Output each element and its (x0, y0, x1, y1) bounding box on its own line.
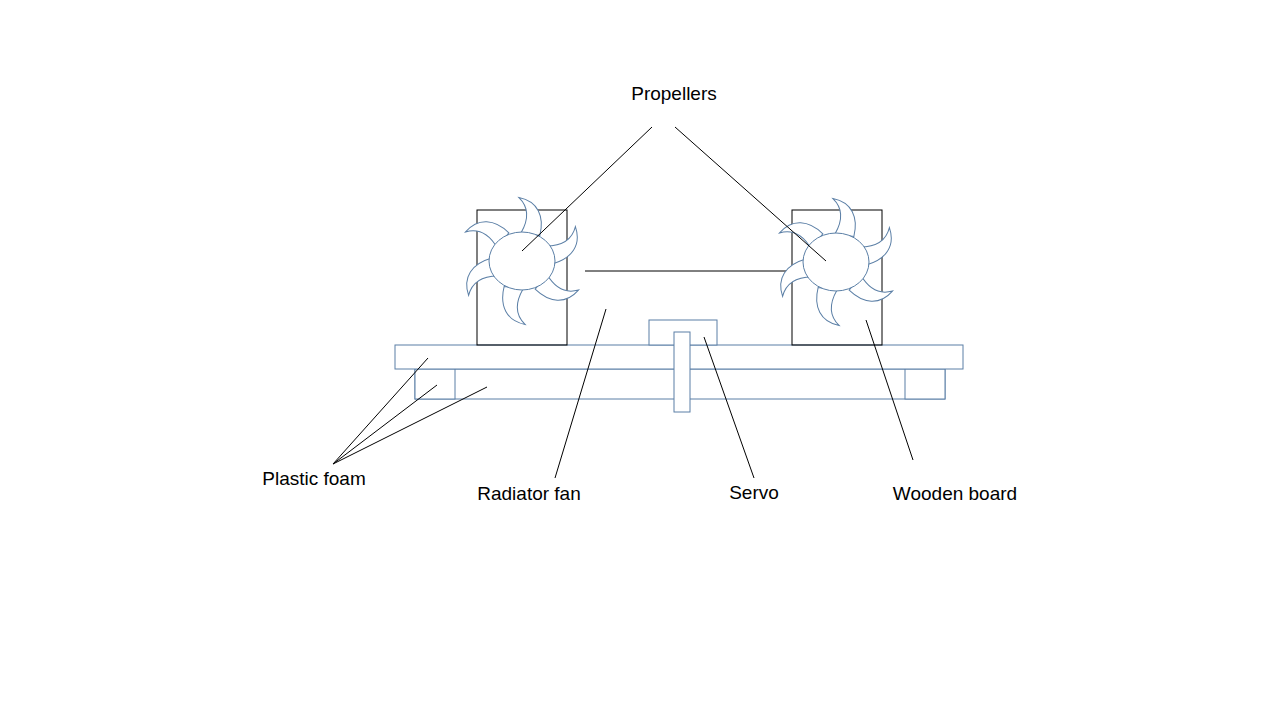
part-label: Radiator fan (477, 483, 581, 506)
leader-line (333, 358, 428, 464)
propeller (457, 194, 587, 327)
plastic-foam (415, 369, 455, 399)
part-label: Propellers (631, 83, 717, 106)
part-label: Wooden board (893, 483, 1017, 506)
leader-line (704, 337, 754, 478)
propeller-hub (803, 233, 869, 291)
part-label: Plastic foam (262, 468, 365, 491)
part-label: Servo (729, 482, 779, 505)
propeller (771, 195, 901, 328)
connecting-bar (585, 271, 792, 272)
propeller-hub (489, 232, 555, 290)
leader-line (675, 127, 826, 261)
plastic-foam (905, 369, 945, 399)
leader-line (333, 387, 487, 464)
leader-line (522, 127, 652, 251)
servo-shaft (674, 332, 690, 412)
leader-line (555, 309, 606, 478)
leader-line (866, 320, 913, 460)
propellers (457, 194, 901, 328)
leader-line (333, 385, 437, 464)
